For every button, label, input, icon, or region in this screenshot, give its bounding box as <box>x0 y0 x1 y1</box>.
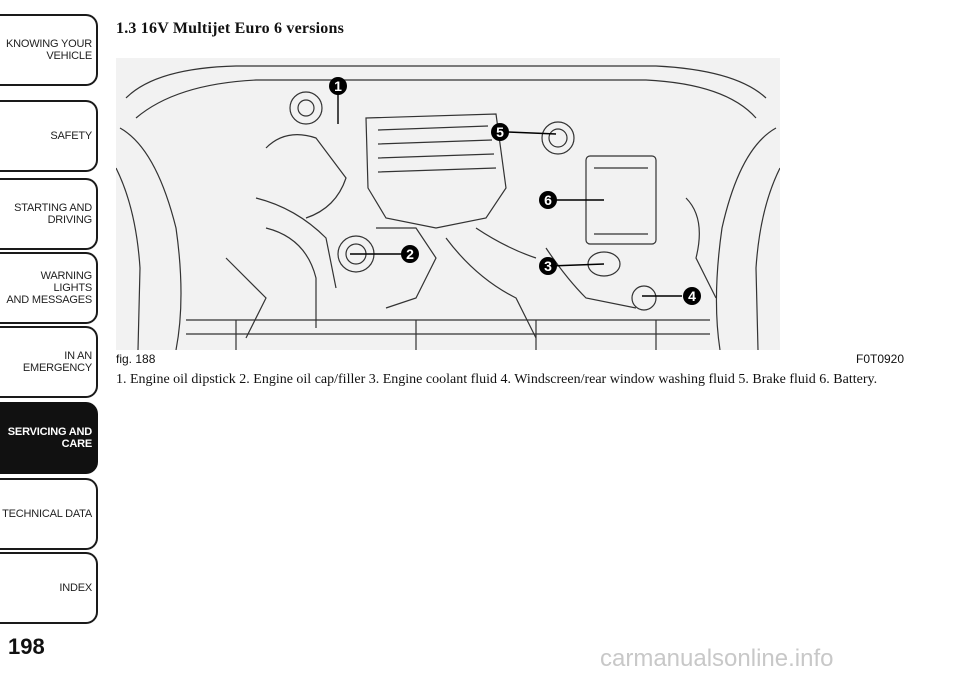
callout-3: 3 <box>539 257 557 275</box>
watermark: carmanualsonline.info <box>600 645 834 672</box>
tab-label: SAFETY <box>50 130 92 142</box>
callout-4: 4 <box>683 287 701 305</box>
engine-bay-figure: 1 5 6 2 3 4 <box>115 58 781 351</box>
svg-text:4: 4 <box>688 288 696 304</box>
tab-technical-data[interactable]: TECHNICAL DATA <box>0 478 98 550</box>
callout-5: 5 <box>491 123 509 141</box>
tab-knowing-your-vehicle[interactable]: KNOWING YOUR VEHICLE <box>0 14 98 86</box>
section-title: 1.3 16V Multijet Euro 6 versions <box>116 20 345 37</box>
callout-6: 6 <box>539 191 557 209</box>
engine-bay-illustration: 1 5 6 2 3 4 <box>115 65 781 351</box>
svg-text:6: 6 <box>544 192 552 208</box>
tab-label: KNOWING YOUR VEHICLE <box>5 38 92 62</box>
tab-servicing-and-care[interactable]: SERVICING AND CARE <box>0 402 98 474</box>
svg-text:3: 3 <box>544 258 552 274</box>
tab-in-an-emergency[interactable]: IN AN EMERGENCY <box>0 326 98 398</box>
page-number: 198 <box>8 634 45 659</box>
figure-label: fig. 188 <box>116 352 156 366</box>
callout-2: 2 <box>401 245 419 263</box>
tab-index[interactable]: INDEX <box>0 552 98 624</box>
callout-1: 1 <box>329 77 347 95</box>
figure-code: F0T0920 <box>856 352 905 366</box>
figure-caption: 1. Engine oil dipstick 2. Engine oil cap… <box>116 372 878 387</box>
tab-label: TECHNICAL DATA <box>2 508 92 520</box>
svg-text:5: 5 <box>496 124 504 140</box>
tab-label: WARNING LIGHTS AND MESSAGES <box>6 270 92 306</box>
svg-text:2: 2 <box>406 246 414 262</box>
tab-safety[interactable]: SAFETY <box>0 100 98 172</box>
tab-label: STARTING AND DRIVING <box>14 202 92 226</box>
tab-label: INDEX <box>59 582 92 594</box>
tab-starting-and-driving[interactable]: STARTING AND DRIVING <box>0 178 98 250</box>
tab-label: IN AN EMERGENCY <box>22 350 92 374</box>
svg-text:1: 1 <box>334 78 342 94</box>
tab-label: SERVICING AND CARE <box>7 426 92 450</box>
tab-warning-lights[interactable]: WARNING LIGHTS AND MESSAGES <box>0 252 98 324</box>
